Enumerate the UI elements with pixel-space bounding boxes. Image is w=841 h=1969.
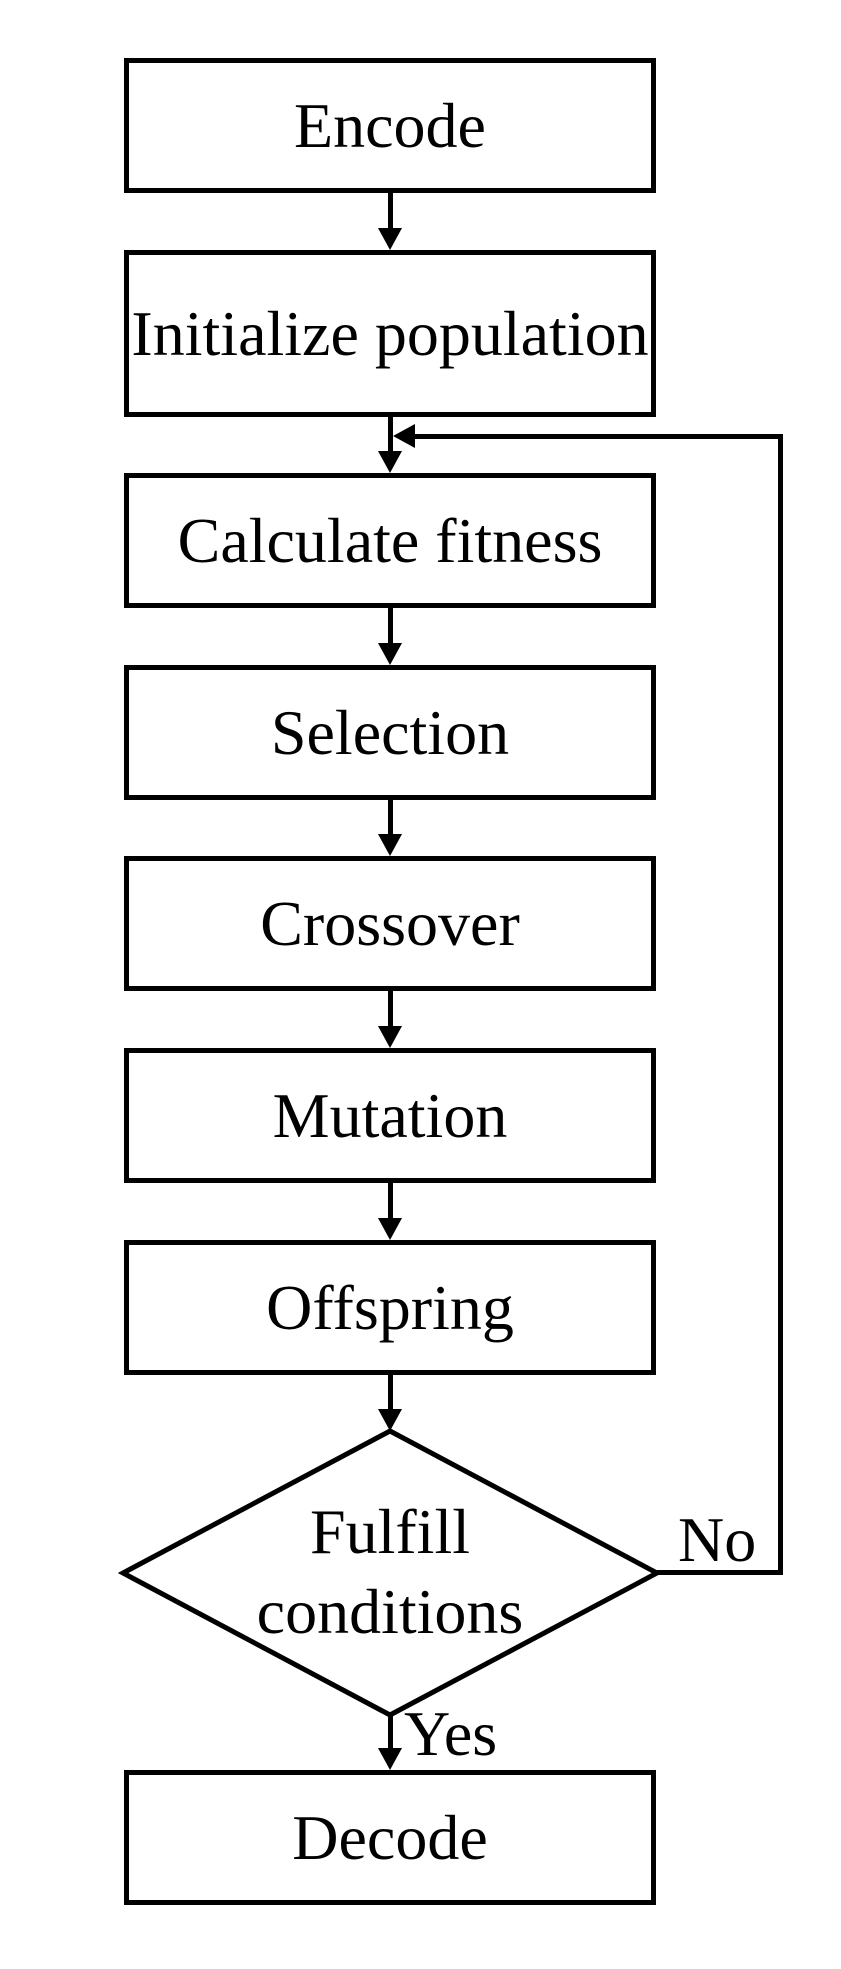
- node-mutation-label: Mutation: [272, 1079, 508, 1151]
- node-calculate-fitness-label: Calculate fitness: [177, 504, 603, 576]
- arrowhead-down-icon: [378, 451, 402, 473]
- arrowhead-down-icon: [378, 643, 402, 665]
- node-selection: Selection: [124, 665, 656, 800]
- arrowhead-down-icon: [378, 1218, 402, 1240]
- node-encode: Encode: [124, 58, 656, 193]
- node-decode-label: Decode: [292, 1801, 488, 1873]
- node-encode-label: Encode: [294, 89, 486, 161]
- node-offspring: Offspring: [124, 1240, 656, 1375]
- arrowhead-left-icon: [393, 424, 415, 448]
- node-initialize-population-label: Initialize population: [131, 297, 649, 369]
- node-crossover: Crossover: [124, 856, 656, 991]
- node-calculate-fitness: Calculate fitness: [124, 473, 656, 608]
- node-offspring-label: Offspring: [266, 1271, 514, 1343]
- arrowhead-down-icon: [378, 1409, 402, 1431]
- arrowhead-down-icon: [378, 834, 402, 856]
- edge-label-no: No: [678, 1504, 757, 1575]
- node-selection-label: Selection: [270, 696, 510, 768]
- node-decode: Decode: [124, 1770, 656, 1905]
- node-initialize-population: Initialize population: [124, 250, 656, 417]
- arrowhead-down-icon: [378, 1748, 402, 1770]
- node-mutation: Mutation: [124, 1048, 656, 1183]
- arrowhead-down-icon: [378, 228, 402, 250]
- arrowhead-down-icon: [378, 1026, 402, 1048]
- node-crossover-label: Crossover: [260, 887, 520, 959]
- node-fulfill-conditions: Fulfill conditions: [220, 1431, 560, 1712]
- node-fulfill-conditions-label: Fulfill conditions: [256, 1495, 524, 1647]
- edge-label-yes: Yes: [404, 1698, 498, 1769]
